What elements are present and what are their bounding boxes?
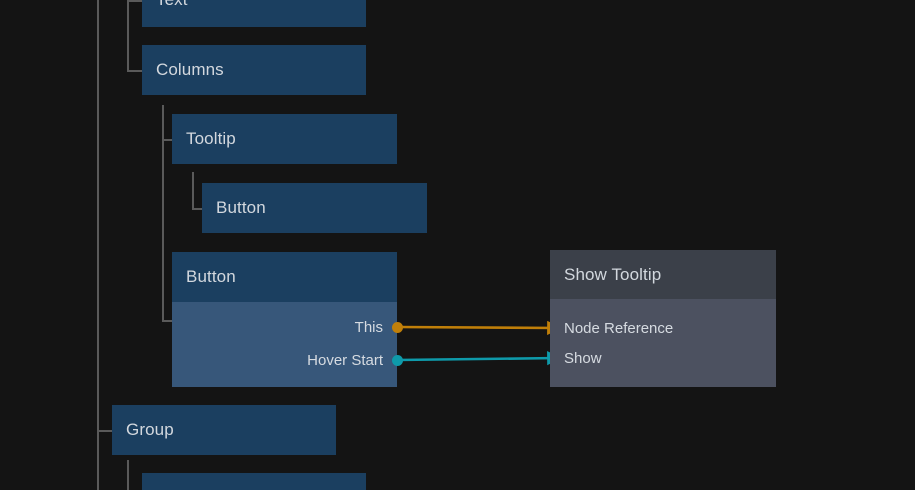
node-header-columns[interactable]: Columns bbox=[142, 45, 366, 95]
tree-line-level2-spine bbox=[162, 105, 164, 320]
node-columns[interactable]: Columns bbox=[142, 45, 366, 95]
node-title-show-tooltip: Show Tooltip bbox=[564, 264, 662, 284]
port-dot-output[interactable] bbox=[392, 321, 403, 333]
node-title-tooltip: Tooltip bbox=[186, 129, 236, 148]
tree-line-tick-inner-btn bbox=[192, 208, 204, 210]
node-tooltip[interactable]: Tooltip bbox=[172, 114, 397, 164]
port-button-main-this[interactable]: This bbox=[0, 317, 403, 337]
port-show-tooltip-node-reference[interactable]: Node Reference bbox=[564, 318, 673, 338]
port-label: Show bbox=[564, 349, 602, 367]
node-title-text: Text bbox=[156, 0, 188, 10]
node-title-group: Group bbox=[126, 420, 174, 439]
node-bottom-partial[interactable] bbox=[142, 473, 366, 490]
node-title-button-inner: Button bbox=[216, 198, 266, 217]
node-text[interactable]: Text bbox=[142, 0, 366, 27]
node-body-button-main bbox=[172, 302, 397, 387]
node-header-button-main[interactable]: Button bbox=[172, 252, 397, 302]
tree-line-tick-columns bbox=[127, 70, 143, 72]
node-show-tooltip[interactable]: Show Tooltip bbox=[550, 250, 776, 387]
tree-line-tick-tooltip bbox=[162, 139, 174, 141]
port-show-tooltip-show[interactable]: Show bbox=[564, 348, 602, 368]
tree-line-level1-spine bbox=[127, 0, 129, 70]
wire-this-to-node-reference[interactable] bbox=[396, 320, 562, 336]
node-title-columns: Columns bbox=[156, 60, 224, 79]
tree-line-root-spine bbox=[97, 0, 99, 490]
node-title-button-main: Button bbox=[186, 267, 236, 286]
node-header-button-inner[interactable]: Button bbox=[202, 183, 427, 233]
tree-line-group-child bbox=[127, 460, 129, 490]
node-header-tooltip[interactable]: Tooltip bbox=[172, 114, 397, 164]
port-button-main-hover-start[interactable]: Hover Start bbox=[0, 350, 403, 370]
node-button-inner[interactable]: Button bbox=[202, 183, 427, 233]
tree-line-tick-text bbox=[127, 0, 143, 2]
port-label: This bbox=[354, 318, 383, 336]
tree-line-tick-group bbox=[97, 430, 113, 432]
node-header-show-tooltip[interactable]: Show Tooltip bbox=[550, 250, 776, 299]
node-button-main[interactable]: Button bbox=[172, 252, 397, 387]
port-dot-output[interactable] bbox=[392, 354, 403, 366]
node-body-show-tooltip bbox=[550, 299, 776, 387]
node-group[interactable]: Group bbox=[112, 405, 336, 455]
node-header-bottom-partial[interactable] bbox=[142, 473, 366, 490]
tree-line-tooltip-child bbox=[192, 172, 194, 208]
port-label: Hover Start bbox=[307, 351, 383, 369]
port-label: Node Reference bbox=[564, 319, 674, 337]
wire-hover-start-to-show[interactable] bbox=[396, 351, 562, 366]
node-header-text[interactable]: Text bbox=[142, 0, 366, 27]
node-header-group[interactable]: Group bbox=[112, 405, 336, 455]
tree-line-tick-button bbox=[162, 320, 174, 322]
